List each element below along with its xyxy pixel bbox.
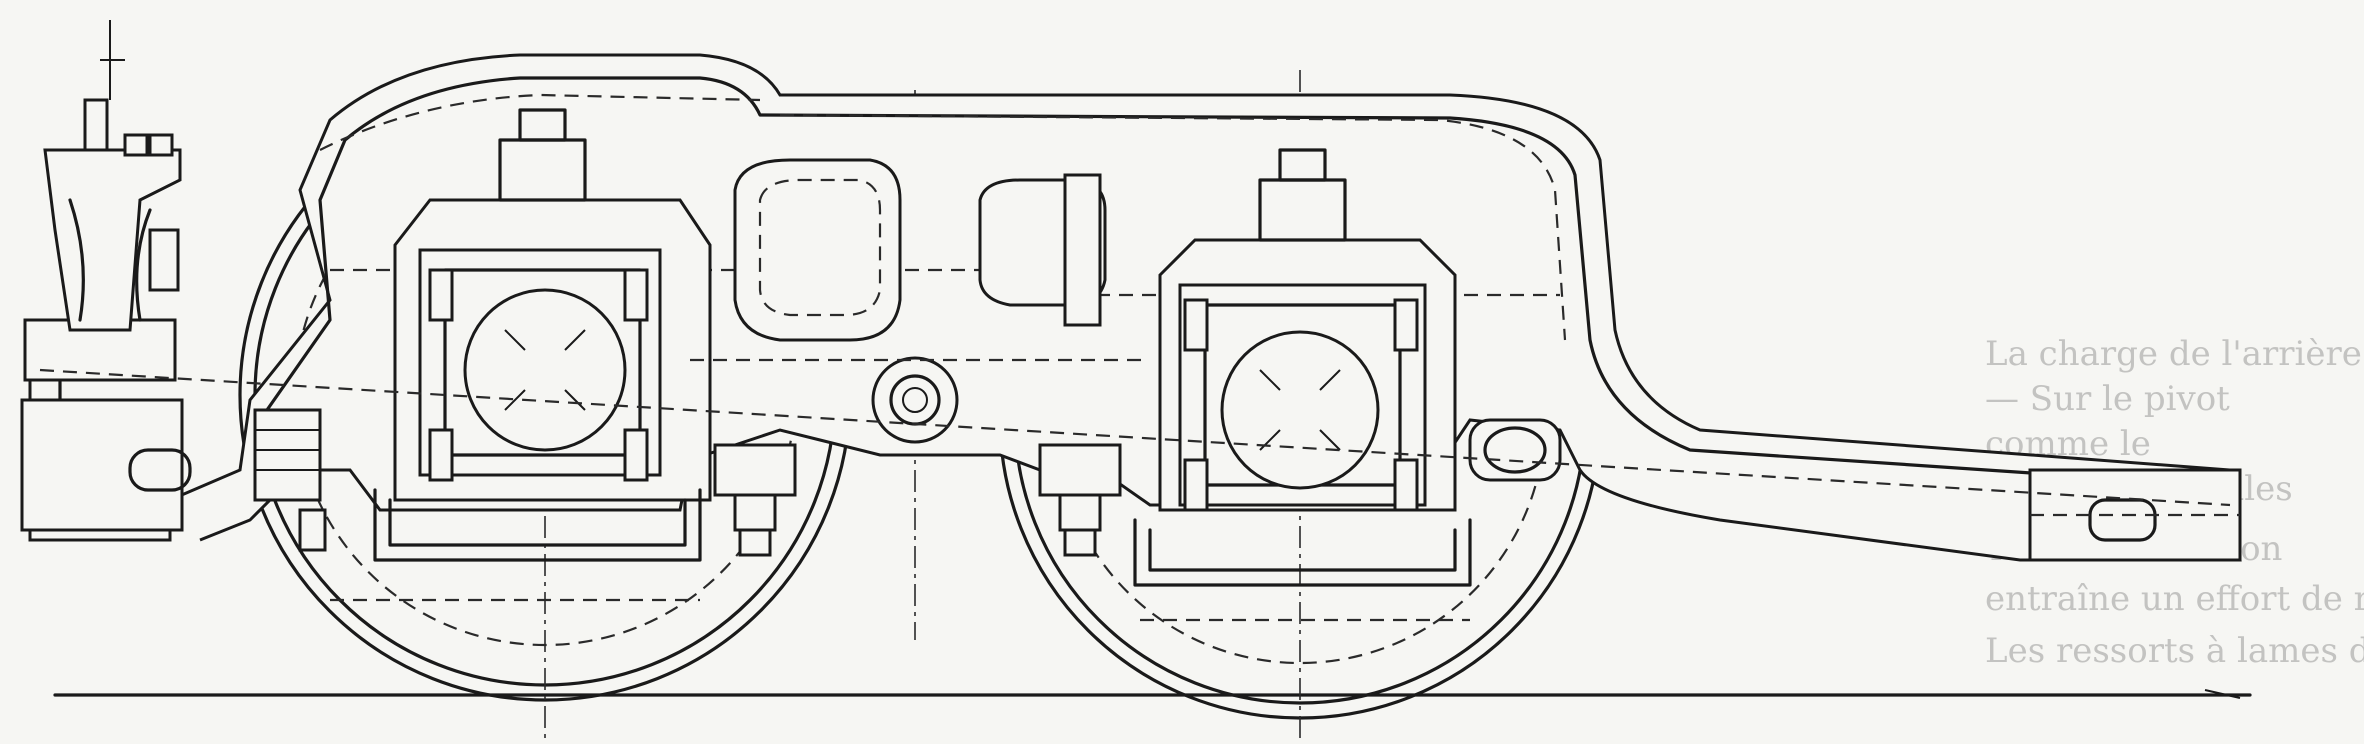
bolster-window-left [733, 158, 902, 342]
frame-hidden-edge [319, 93, 1567, 341]
spring-stack-center-right [1038, 443, 1122, 557]
bleed-line-7: Les ressorts à lames de chaque essieu so… [1985, 631, 2364, 671]
rail-end-tick [2204, 689, 2241, 699]
spring-stack-center-left [713, 443, 797, 557]
hidden-lower-lines [330, 358, 1470, 622]
pivot-pin [871, 356, 959, 444]
left-bracket [43, 20, 182, 332]
left-end-beam [20, 318, 192, 532]
bleed-line-2: — Sur le pivot [1985, 379, 2230, 419]
bolster-window-right [978, 173, 1107, 327]
spring-stack-left [253, 408, 327, 552]
axlebox-left [373, 108, 712, 562]
equalizer-eye-right [1468, 418, 1562, 482]
axlebox-right [1133, 148, 1472, 587]
right-end-extension [2028, 468, 2242, 562]
bleed-line-1: La charge de l'arrière de la locomotive … [1985, 334, 2364, 374]
hidden-longitudinal-line [39, 368, 2231, 507]
bleed-line-6: entraîne un effort de rappel décroissant… [1985, 579, 2364, 619]
